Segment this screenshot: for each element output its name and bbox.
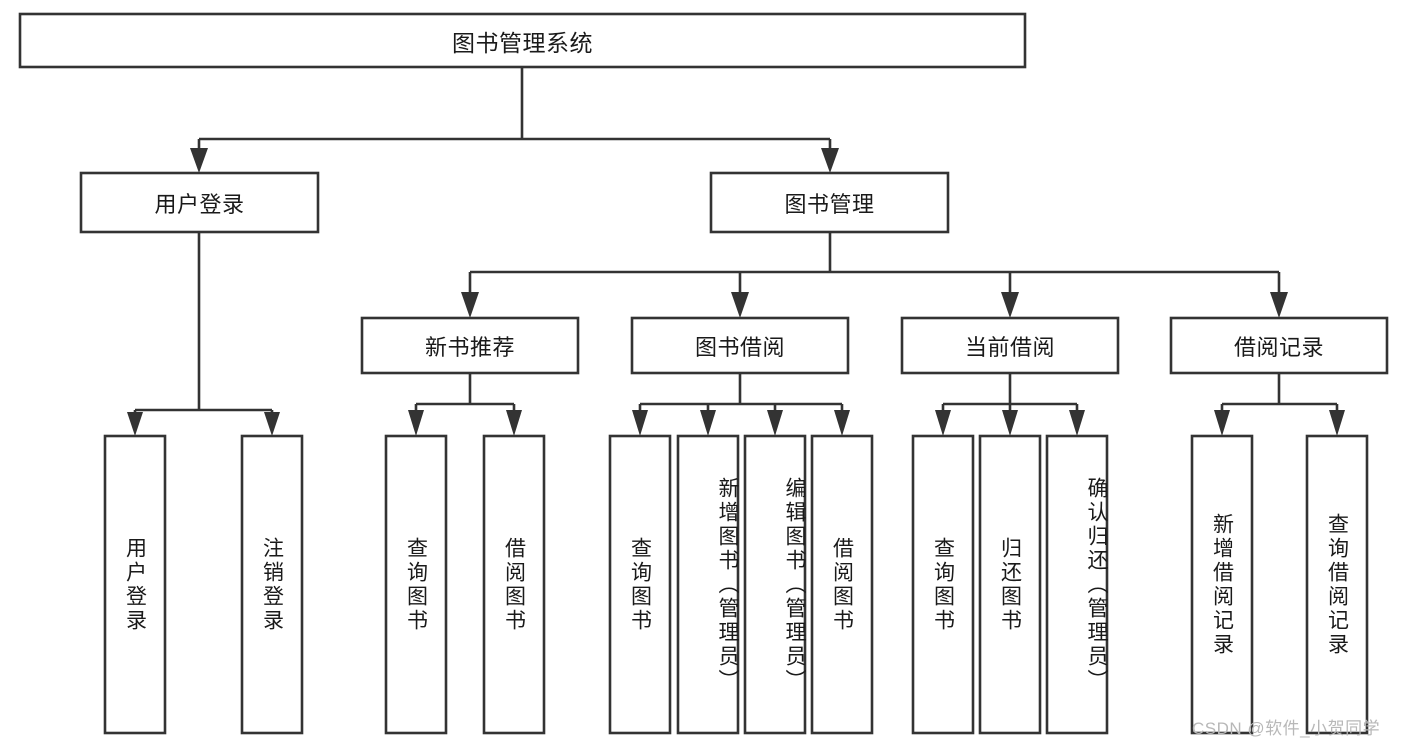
node-box-new-book-rec[interactable] (360, 316, 580, 375)
arrowhead-to-leaf-add-book (700, 410, 716, 436)
node-box-user-login[interactable] (79, 171, 320, 234)
arrowhead-to-leaf-query-book-1 (408, 410, 424, 436)
arrowhead-to-user-login (190, 148, 208, 173)
arrowhead-to-leaf-user-login (127, 412, 143, 436)
connector-newbookrec-to-leaf-bus (414, 373, 516, 424)
arrowhead-to-current-borrow (1001, 292, 1019, 318)
connector-bookborrow-to-leaf-bus (638, 373, 844, 424)
node-box-leaf-query-record[interactable] (1305, 434, 1369, 735)
node-box-leaf-borrow-book-2[interactable] (810, 434, 874, 735)
node-box-leaf-confirm-return[interactable] (1045, 434, 1109, 735)
connector-bookmanage-to-level2-bus (468, 232, 1281, 300)
arrowhead-to-book-borrow (731, 292, 749, 318)
node-box-leaf-logout[interactable] (240, 434, 304, 735)
arrowhead-to-leaf-logout (264, 412, 280, 436)
arrowhead-to-leaf-borrow-book-2 (834, 410, 850, 436)
node-box-leaf-query-book-2[interactable] (608, 434, 672, 735)
node-box-book-borrow[interactable] (630, 316, 850, 375)
connector-userlogin-to-leaf-bus (133, 232, 274, 424)
node-box-borrow-record[interactable] (1169, 316, 1389, 375)
node-box-leaf-user-login[interactable] (103, 434, 167, 735)
arrowhead-to-book-manage (821, 148, 839, 173)
arrowhead-to-leaf-query-book-3 (935, 410, 951, 436)
csdn-watermark: CSDN @软件_小贺同学 (1192, 719, 1381, 738)
node-box-leaf-return-book[interactable] (978, 434, 1042, 735)
arrowhead-to-leaf-add-record (1214, 410, 1230, 436)
node-box-leaf-borrow-book-1[interactable] (482, 434, 546, 735)
arrowhead-to-leaf-return-book (1002, 410, 1018, 436)
node-box-root[interactable] (18, 12, 1027, 69)
arrowhead-to-leaf-borrow-book-1 (506, 410, 522, 436)
node-box-leaf-query-book-1[interactable] (384, 434, 448, 735)
arrowhead-group (127, 148, 1345, 436)
arrowhead-to-borrow-record (1270, 292, 1288, 318)
node-box-group (18, 12, 1389, 735)
connector-group (133, 67, 1339, 424)
arrowhead-to-leaf-confirm-return (1069, 410, 1085, 436)
node-box-leaf-add-record[interactable] (1190, 434, 1254, 735)
node-box-leaf-edit-book[interactable] (743, 434, 807, 735)
node-box-current-borrow[interactable] (900, 316, 1120, 375)
connector-root-to-level1-bus (197, 67, 832, 158)
arrowhead-to-leaf-query-book-2 (632, 410, 648, 436)
arrowhead-to-new-book-rec (461, 292, 479, 318)
arrowhead-to-leaf-query-record (1329, 410, 1345, 436)
node-box-leaf-add-book[interactable] (676, 434, 740, 735)
node-box-book-manage[interactable] (709, 171, 950, 234)
arrowhead-to-leaf-edit-book (767, 410, 783, 436)
node-box-leaf-query-book-3[interactable] (911, 434, 975, 735)
connector-borrowrecord-to-leaf-bus (1220, 373, 1339, 424)
